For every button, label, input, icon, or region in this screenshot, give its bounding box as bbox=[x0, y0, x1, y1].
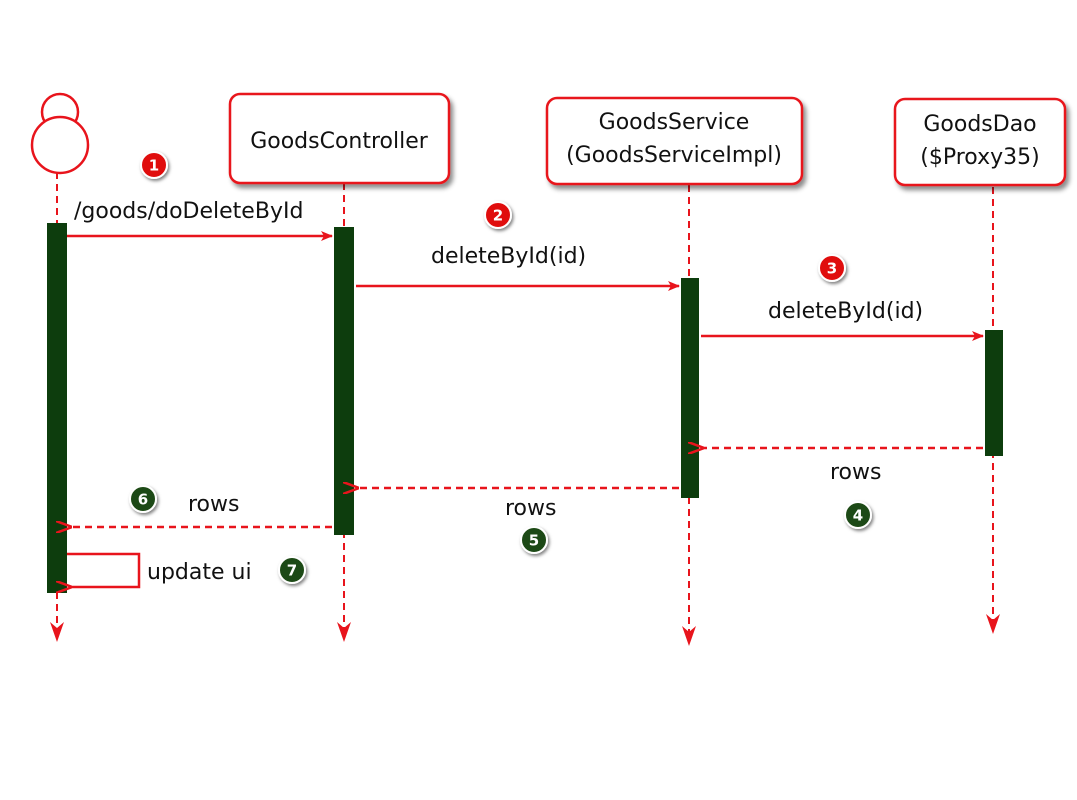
step-badge-4: 4 bbox=[844, 501, 872, 529]
lifeline-service-arrow bbox=[682, 626, 696, 646]
message-2-label: deleteById(id) bbox=[431, 244, 586, 269]
lifeline-actor-arrow bbox=[50, 622, 64, 642]
actor-icon bbox=[30, 92, 90, 175]
message-5-label: rows bbox=[505, 496, 556, 521]
participant-service: GoodsService (GoodsServiceImpl) bbox=[545, 96, 804, 186]
step-badge-7: 7 bbox=[278, 556, 306, 584]
svg-text:5: 5 bbox=[529, 532, 539, 550]
step-badge-6: 6 bbox=[129, 485, 157, 513]
message-1-label: /goods/doDeleteById bbox=[74, 199, 303, 224]
lifeline-controller-arrow bbox=[337, 622, 351, 642]
lifeline-dao-arrow bbox=[986, 614, 1000, 634]
message-6-label: rows bbox=[188, 492, 239, 517]
activation-actor bbox=[47, 223, 67, 593]
step-badge-5: 5 bbox=[520, 526, 548, 554]
svg-text:6: 6 bbox=[138, 491, 148, 509]
participant-dao: GoodsDao ($Proxy35) bbox=[893, 97, 1067, 187]
participant-dao-subtitle: ($Proxy35) bbox=[920, 145, 1039, 170]
activation-service bbox=[681, 278, 699, 498]
message-7-label: update ui bbox=[147, 560, 252, 585]
step-badge-2: 2 bbox=[484, 201, 512, 229]
participant-service-subtitle: (GoodsServiceImpl) bbox=[566, 143, 782, 168]
step-badge-1: 1 bbox=[140, 151, 168, 179]
participant-controller: GoodsController bbox=[228, 92, 451, 185]
message-7-arrow bbox=[67, 552, 141, 587]
participant-dao-title: GoodsDao bbox=[923, 112, 1036, 137]
svg-text:3: 3 bbox=[827, 260, 837, 278]
svg-text:7: 7 bbox=[287, 562, 297, 580]
step-badge-3: 3 bbox=[818, 254, 846, 282]
participant-service-title: GoodsService bbox=[599, 110, 750, 135]
svg-text:2: 2 bbox=[493, 207, 503, 225]
activation-dao bbox=[985, 330, 1003, 456]
activation-controller bbox=[334, 227, 354, 535]
svg-text:1: 1 bbox=[149, 157, 159, 175]
message-4-label: rows bbox=[830, 460, 881, 485]
svg-text:4: 4 bbox=[853, 507, 863, 525]
message-3-label: deleteById(id) bbox=[768, 299, 923, 324]
participant-controller-title: GoodsController bbox=[250, 129, 429, 154]
